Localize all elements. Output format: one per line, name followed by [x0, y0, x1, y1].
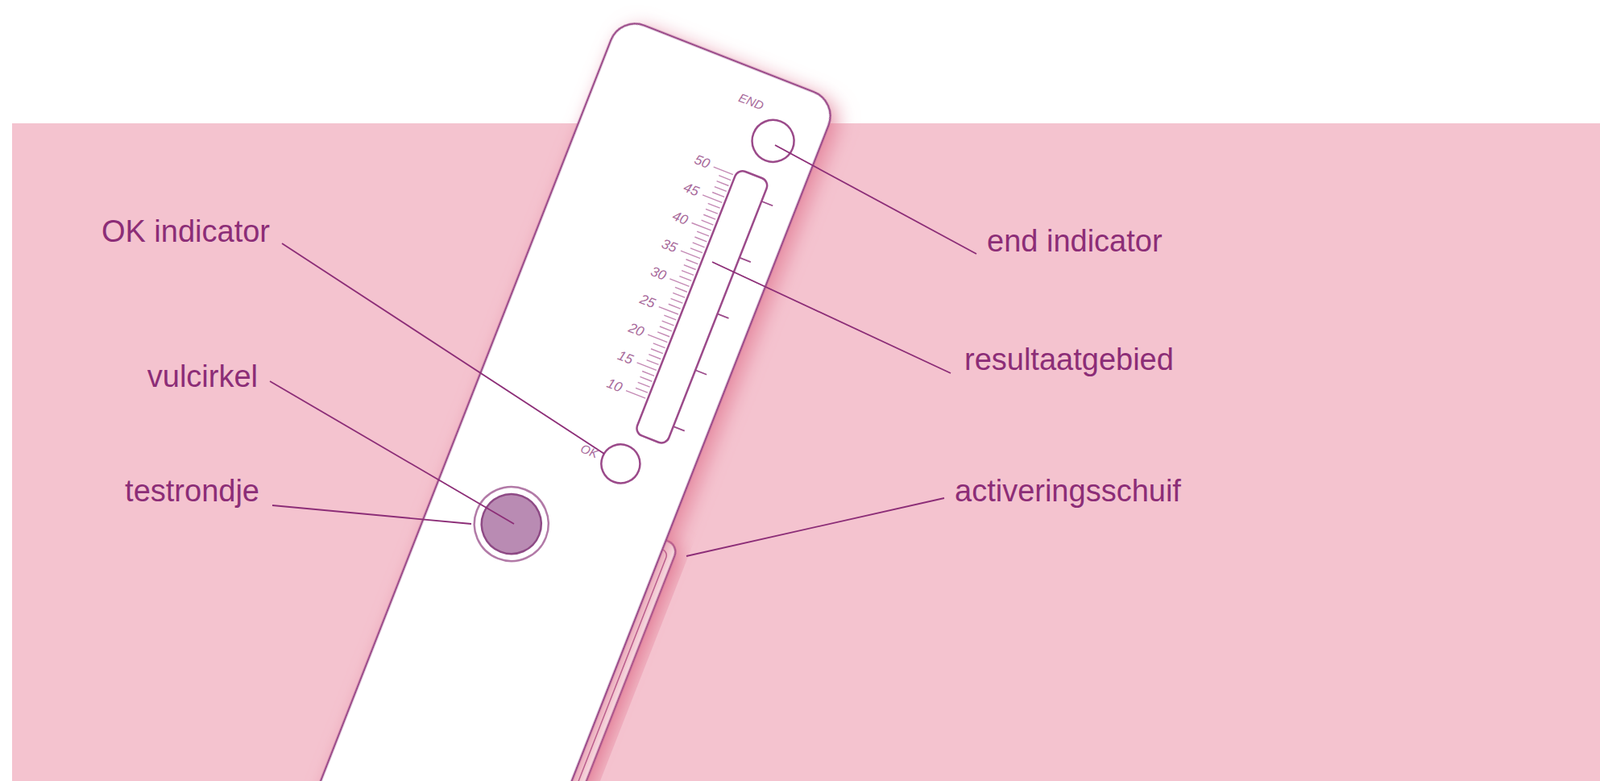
callout-label: end indicator	[986, 224, 1163, 259]
fill-circle	[463, 475, 560, 572]
scale-tick	[635, 387, 648, 393]
scale-tick	[646, 360, 660, 365]
scale-tick	[712, 192, 725, 198]
test-device	[260, 16, 851, 781]
scale-tick	[681, 270, 694, 276]
leader-line	[272, 505, 472, 524]
scale-tick	[675, 286, 688, 292]
end-indicator-circle	[746, 113, 800, 168]
scale-tick	[625, 390, 646, 398]
scale-tick	[650, 348, 664, 354]
scale-tick	[683, 265, 697, 270]
scale-tick	[692, 222, 712, 230]
scale-tick	[703, 214, 716, 220]
window-tick	[673, 426, 685, 431]
end-mark: END	[737, 91, 767, 113]
window-tick	[739, 257, 751, 262]
callout-label: vulcirkel	[147, 360, 258, 394]
callout-label: OK indicator	[101, 215, 270, 249]
scale-tick	[714, 186, 727, 192]
scale-number: 35	[659, 236, 679, 256]
scale-tick	[708, 203, 721, 208]
leader-line	[686, 497, 945, 556]
scale-tick	[669, 278, 689, 287]
scale-tick	[713, 166, 734, 175]
callout-label: resultaatgebied	[964, 343, 1174, 378]
scale-tick	[662, 320, 675, 326]
scale-tick	[718, 175, 731, 181]
scale-tick	[717, 181, 730, 187]
leader-line	[281, 243, 605, 454]
ok-mark: OK	[578, 442, 600, 461]
scale-tick	[680, 250, 701, 258]
scale-tick	[705, 208, 718, 214]
scale-tick	[690, 248, 703, 253]
callout-label: activeringsschuif	[954, 474, 1182, 509]
scale-tick	[639, 376, 652, 382]
test-disc	[472, 484, 551, 563]
result-window	[634, 168, 771, 445]
window-tick	[717, 313, 730, 318]
window-tick	[695, 369, 707, 374]
callout-label: testrondje	[124, 474, 260, 509]
scale-tick	[668, 303, 681, 309]
scale-tick	[647, 334, 668, 342]
window-ticks	[673, 201, 773, 432]
scale-tick	[637, 362, 657, 370]
scale-tick	[642, 370, 655, 376]
scale-ticks	[625, 166, 734, 398]
scale-tick	[659, 326, 672, 332]
window-tick	[761, 201, 773, 206]
leader-line	[269, 381, 514, 524]
scale-tick	[696, 231, 709, 237]
scale-number: 45	[680, 180, 701, 200]
leader-line	[775, 145, 977, 254]
scale-number: 20	[626, 319, 647, 340]
scale-tick	[692, 242, 705, 248]
scale-tick	[663, 315, 676, 320]
ok-indicator-circle	[595, 438, 646, 489]
scale-number: 15	[615, 348, 635, 368]
scale-tick	[679, 276, 692, 282]
scale-tick	[657, 331, 670, 337]
scale-number: 25	[637, 292, 657, 312]
scale-tick	[648, 354, 661, 360]
scale-tick	[672, 292, 685, 298]
scale-number: 40	[670, 208, 690, 228]
scale-number: 10	[604, 376, 624, 396]
scale-tick	[638, 381, 651, 387]
leader-line	[712, 261, 951, 374]
background-band	[12, 123, 1600, 781]
scale-tick	[670, 298, 683, 303]
scale-number: 50	[692, 152, 712, 172]
scale-number: 30	[648, 264, 668, 284]
scale-tick	[659, 306, 679, 315]
scale-tick	[686, 259, 699, 265]
device-body	[267, 16, 838, 781]
scale-tick	[701, 219, 714, 225]
scale-tick	[702, 194, 722, 203]
scale-tick	[694, 236, 707, 242]
scale-tick	[653, 343, 666, 349]
leader-lines	[269, 145, 977, 556]
